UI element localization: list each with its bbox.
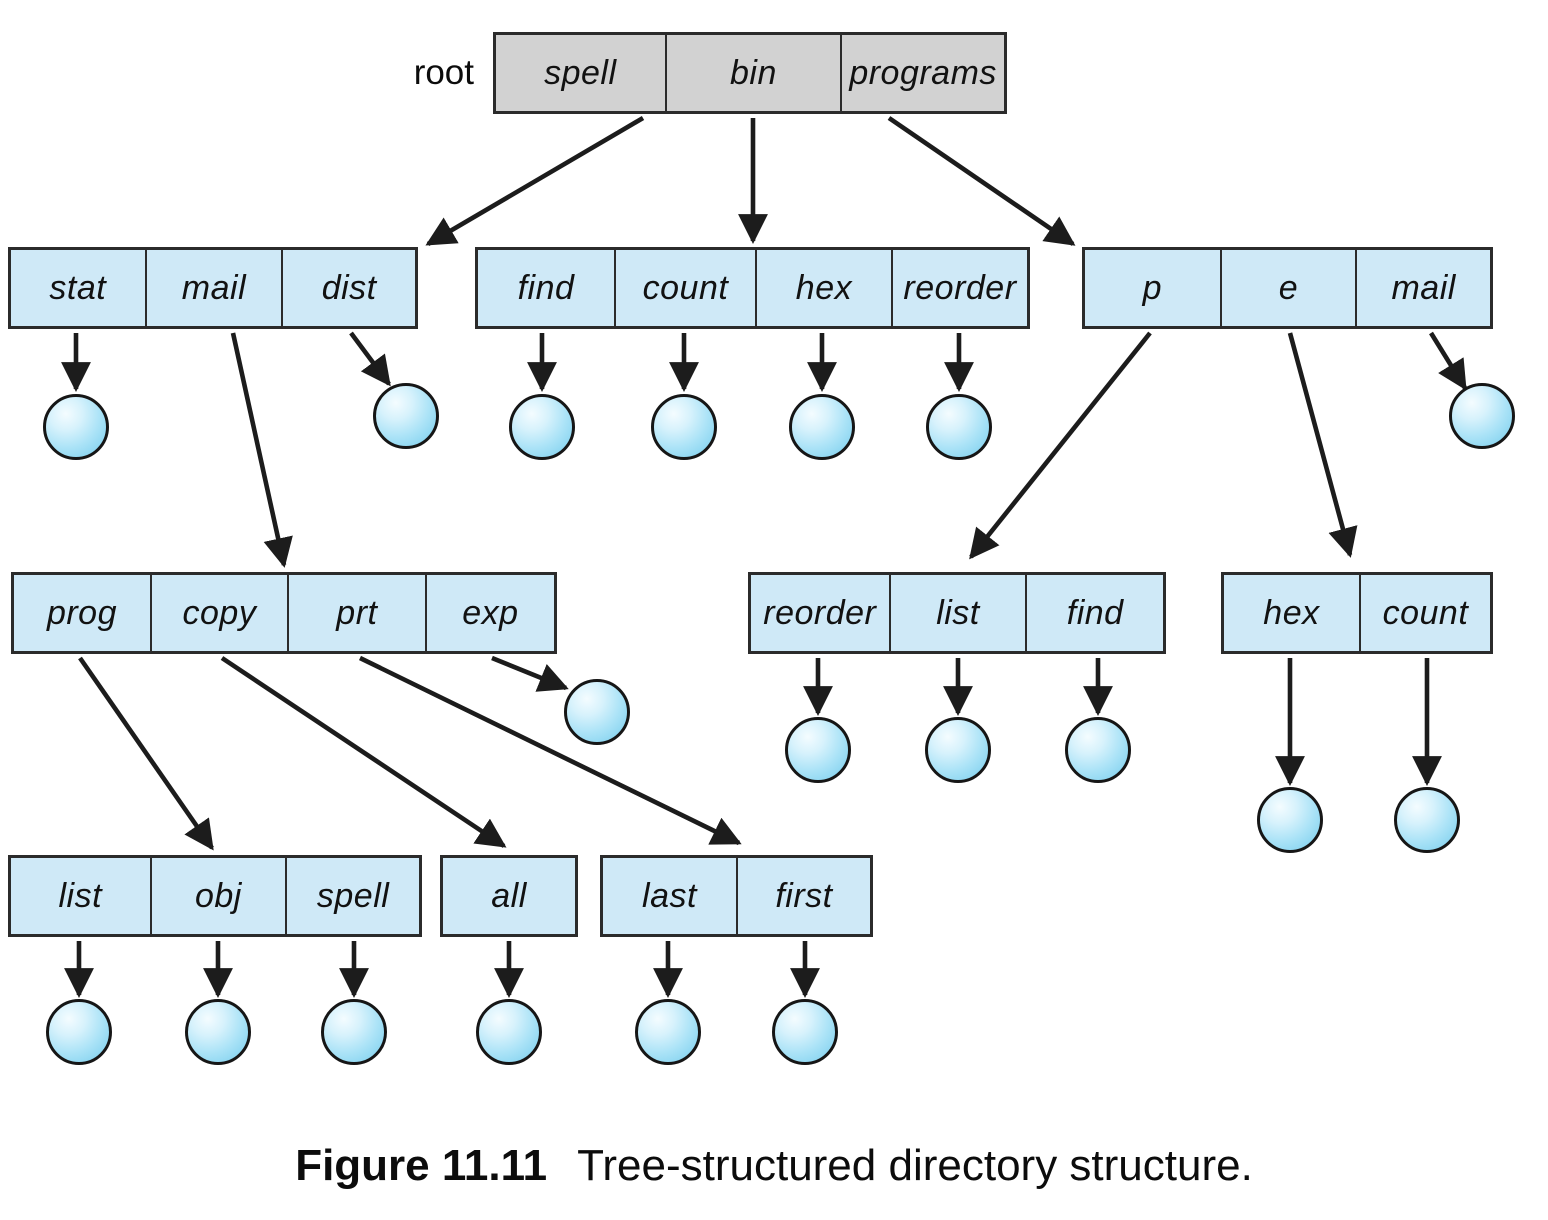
file-circle-first [772, 999, 838, 1065]
dir-entry-list2: list [891, 575, 1028, 651]
file-circle-list3 [46, 999, 112, 1065]
dir-entry-first: first [775, 877, 833, 915]
dir-entry-stat: stat [11, 250, 147, 326]
file-circle-last [635, 999, 701, 1065]
dir-entry-spell: spell [496, 35, 667, 111]
figure-caption-number: Figure 11.11 [295, 1141, 548, 1190]
arrow-prog-to-prog-dir [78, 656, 214, 851]
dir-entry-hex2: hex [1224, 575, 1361, 651]
file-circle-reorder [926, 394, 992, 460]
dir-entry-dist: dist [321, 269, 377, 307]
file-circle-reorder2 [785, 717, 851, 783]
dir-entry-prog: prog [14, 575, 152, 651]
dir-entry-obj: obj [152, 858, 288, 934]
root-pointer-label: root [413, 53, 474, 92]
dir-entry-all: all [491, 877, 527, 915]
arrow-root-programs-to-programs-dir [887, 116, 1076, 246]
arrow-mail-to-mail-dir [230, 332, 293, 568]
file-circle-count [651, 394, 717, 460]
dir-entry-copy: copy [152, 575, 289, 651]
dir-entry-count2: count [1382, 594, 1469, 632]
dir-entry-count: count [616, 250, 757, 326]
dir-entry-find: find [478, 250, 616, 326]
file-circle-stat [43, 394, 109, 460]
dir-entry-last: last [603, 858, 738, 934]
file-circle-find [509, 394, 575, 460]
prog-directory-table: list obj spell [8, 855, 422, 937]
file-circle-dist [373, 383, 439, 449]
file-circle-obj [185, 999, 251, 1065]
arrow-dist-to-file [349, 331, 391, 387]
mail-directory-table: prog copy prt exp [11, 572, 557, 654]
dir-entry-find2: find [1066, 594, 1124, 632]
dir-entry-mail: mail [147, 250, 284, 326]
dir-entry-list3: list [11, 858, 152, 934]
file-circle-count2 [1394, 787, 1460, 853]
file-circle-all [476, 999, 542, 1065]
p-directory-table: reorder list find [748, 572, 1166, 654]
file-circle-list2 [925, 717, 991, 783]
arrow-e-to-e-dir [1287, 332, 1358, 558]
dir-entry-programs: programs [849, 54, 997, 92]
file-circle-mail2 [1449, 383, 1515, 449]
spell-directory-table: stat mail dist [8, 247, 418, 329]
arrow-root-spell-to-spell-dir [425, 116, 645, 246]
prt-directory-table: last first [600, 855, 873, 937]
arrow-prt-to-prt-dir [358, 655, 742, 846]
e-directory-table: hex count [1221, 572, 1493, 654]
arrow-copy-to-copy-dir [220, 656, 507, 848]
dir-entry-prt: prt [289, 575, 427, 651]
dir-entry-exp: exp [462, 594, 519, 632]
arrow-p-to-p-dir [969, 331, 1152, 560]
dir-entry-p: p [1085, 250, 1222, 326]
file-circle-hex2 [1257, 787, 1323, 853]
file-circle-hex [789, 394, 855, 460]
dir-entry-reorder2: reorder [751, 575, 891, 651]
dir-entry-hex: hex [757, 250, 893, 326]
dir-entry-bin: bin [667, 35, 843, 111]
dir-entry-mail2: mail [1391, 269, 1456, 307]
programs-directory-table: p e mail [1082, 247, 1493, 329]
bin-directory-table: find count hex reorder [475, 247, 1030, 329]
arrow-mail2-to-file [1429, 331, 1467, 391]
figure-caption: Figure 11.11 Tree-structured directory st… [0, 1136, 1548, 1196]
figure-caption-text: Tree-structured directory structure. [577, 1141, 1253, 1190]
dir-entry-spell3: spell [316, 877, 390, 915]
root-directory-table: spell bin programs [493, 32, 1007, 114]
dir-entry-reorder: reorder [903, 269, 1017, 307]
arrow-exp-to-file [491, 655, 569, 692]
dir-entry-e: e [1222, 250, 1358, 326]
file-circle-find2 [1065, 717, 1131, 783]
file-circle-spell3 [321, 999, 387, 1065]
file-circle-exp [564, 679, 630, 745]
copy-directory-table: all [440, 855, 578, 937]
